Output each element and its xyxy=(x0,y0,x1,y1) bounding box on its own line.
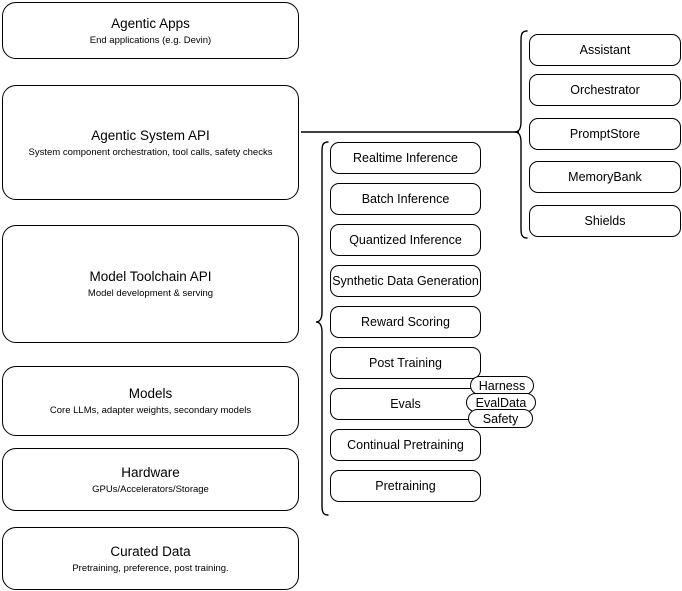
layer-title: Model Toolchain API xyxy=(89,269,212,284)
layer-title: Agentic System API xyxy=(91,127,210,143)
layer-agentic-apps[interactable]: Agentic Apps End applications (e.g. Devi… xyxy=(2,2,299,59)
layer-subtitle: GPUs/Accelerators/Storage xyxy=(92,483,209,495)
toolchain-item-reward-scoring[interactable]: Reward Scoring xyxy=(330,306,481,338)
layer-subtitle: Pretraining, preference, post training. xyxy=(72,562,229,574)
layer-title: Models xyxy=(128,386,173,401)
layer-agentic-system-api[interactable]: Agentic System API System component orch… xyxy=(2,85,299,200)
system-component-label: Orchestrator xyxy=(570,82,640,97)
toolchain-item-post-training[interactable]: Post Training xyxy=(330,347,481,379)
layer-hardware[interactable]: Hardware GPUs/Accelerators/Storage xyxy=(2,448,299,511)
toolchain-item-synthetic-data-generation[interactable]: Synthetic Data Generation xyxy=(330,265,481,297)
system-component-label: Shields xyxy=(584,213,626,228)
system-component-promptstore[interactable]: PromptStore xyxy=(529,118,681,150)
toolchain-item-label: Quantized Inference xyxy=(349,232,462,247)
layer-subtitle: End applications (e.g. Devin) xyxy=(89,34,212,46)
toolchain-item-label: Continual Pretraining xyxy=(347,437,464,452)
system-components-bracket xyxy=(514,30,528,239)
layer-subtitle: System component orchestration, tool cal… xyxy=(28,146,273,158)
toolchain-item-label: Reward Scoring xyxy=(361,314,450,329)
eval-chip-safety[interactable]: Safety xyxy=(468,409,533,428)
toolchain-item-realtime-inference[interactable]: Realtime Inference xyxy=(330,142,481,174)
toolchain-item-label: Post Training xyxy=(369,355,442,370)
toolchain-item-label: Synthetic Data Generation xyxy=(332,273,479,288)
toolchain-item-evals[interactable]: Evals xyxy=(330,388,481,420)
toolchain-item-label: Evals xyxy=(390,396,421,411)
toolchain-item-label: Realtime Inference xyxy=(353,150,458,165)
system-component-label: MemoryBank xyxy=(568,169,642,184)
system-component-orchestrator[interactable]: Orchestrator xyxy=(529,74,681,106)
system-component-label: Assistant xyxy=(579,42,631,57)
layer-title: Curated Data xyxy=(110,543,191,559)
system-component-assistant[interactable]: Assistant xyxy=(529,34,681,66)
layer-model-toolchain-api[interactable]: Model Toolchain API Model development & … xyxy=(2,225,299,343)
toolchain-item-label: Batch Inference xyxy=(361,191,450,206)
toolchain-item-batch-inference[interactable]: Batch Inference xyxy=(330,183,481,215)
toolchain-item-continual-pretraining[interactable]: Continual Pretraining xyxy=(330,429,481,461)
layer-subtitle: Core LLMs, adapter weights, secondary mo… xyxy=(49,405,252,416)
layer-title: Hardware xyxy=(121,464,180,480)
layer-models[interactable]: Models Core LLMs, adapter weights, secon… xyxy=(2,366,299,436)
toolchain-item-label: Pretraining xyxy=(375,478,436,493)
system-component-shields[interactable]: Shields xyxy=(529,205,681,237)
layer-subtitle: Model development & serving xyxy=(87,288,214,299)
system-component-label: PromptStore xyxy=(569,126,641,141)
layer-curated-data[interactable]: Curated Data Pretraining, preference, po… xyxy=(2,527,299,590)
layer-title: Agentic Apps xyxy=(111,15,190,31)
toolchain-items-bracket xyxy=(315,141,329,516)
toolchain-item-pretraining[interactable]: Pretraining xyxy=(330,470,481,502)
toolchain-item-quantized-inference[interactable]: Quantized Inference xyxy=(330,224,481,256)
system-component-memorybank[interactable]: MemoryBank xyxy=(529,161,681,193)
